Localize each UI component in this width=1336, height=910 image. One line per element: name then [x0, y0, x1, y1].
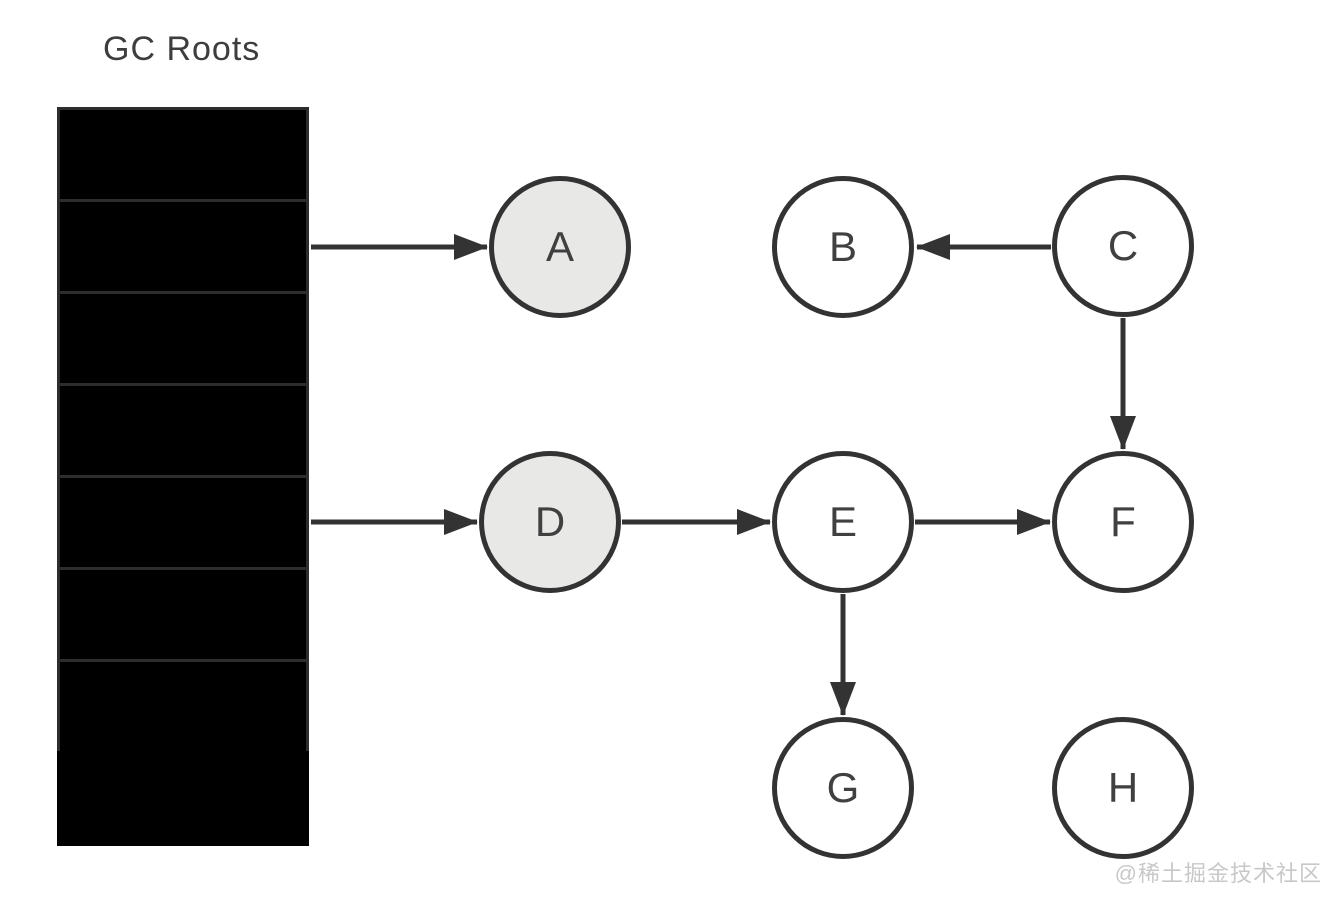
- node-e: E: [772, 451, 914, 593]
- node-d: D: [479, 451, 621, 593]
- node-label: G: [826, 764, 860, 811]
- stack-slot: [57, 199, 309, 294]
- diagram-title: GC Roots: [103, 30, 261, 68]
- stack-slot: [57, 475, 309, 570]
- node-f: F: [1052, 451, 1194, 593]
- node-label: D: [534, 498, 566, 545]
- node-label: A: [545, 223, 574, 270]
- node-label: H: [1107, 764, 1139, 811]
- node-label: C: [1107, 222, 1139, 269]
- node-label: E: [828, 498, 857, 545]
- node-label: F: [1110, 498, 1136, 545]
- node-label: B: [828, 223, 857, 270]
- node-a: A: [489, 176, 631, 318]
- stack-slot: [57, 291, 309, 386]
- stack-slot: [57, 383, 309, 478]
- node-h: H: [1052, 717, 1194, 859]
- gc-roots-stack: [57, 107, 309, 846]
- stack-slot: [57, 567, 309, 662]
- node-c: C: [1052, 175, 1194, 317]
- node-b: B: [772, 176, 914, 318]
- stack-slot: [57, 659, 309, 754]
- node-g: G: [772, 717, 914, 859]
- stack-slot: [57, 107, 309, 202]
- watermark: @稀土掘金技术社区: [1114, 861, 1322, 886]
- stack-slot: [57, 751, 309, 846]
